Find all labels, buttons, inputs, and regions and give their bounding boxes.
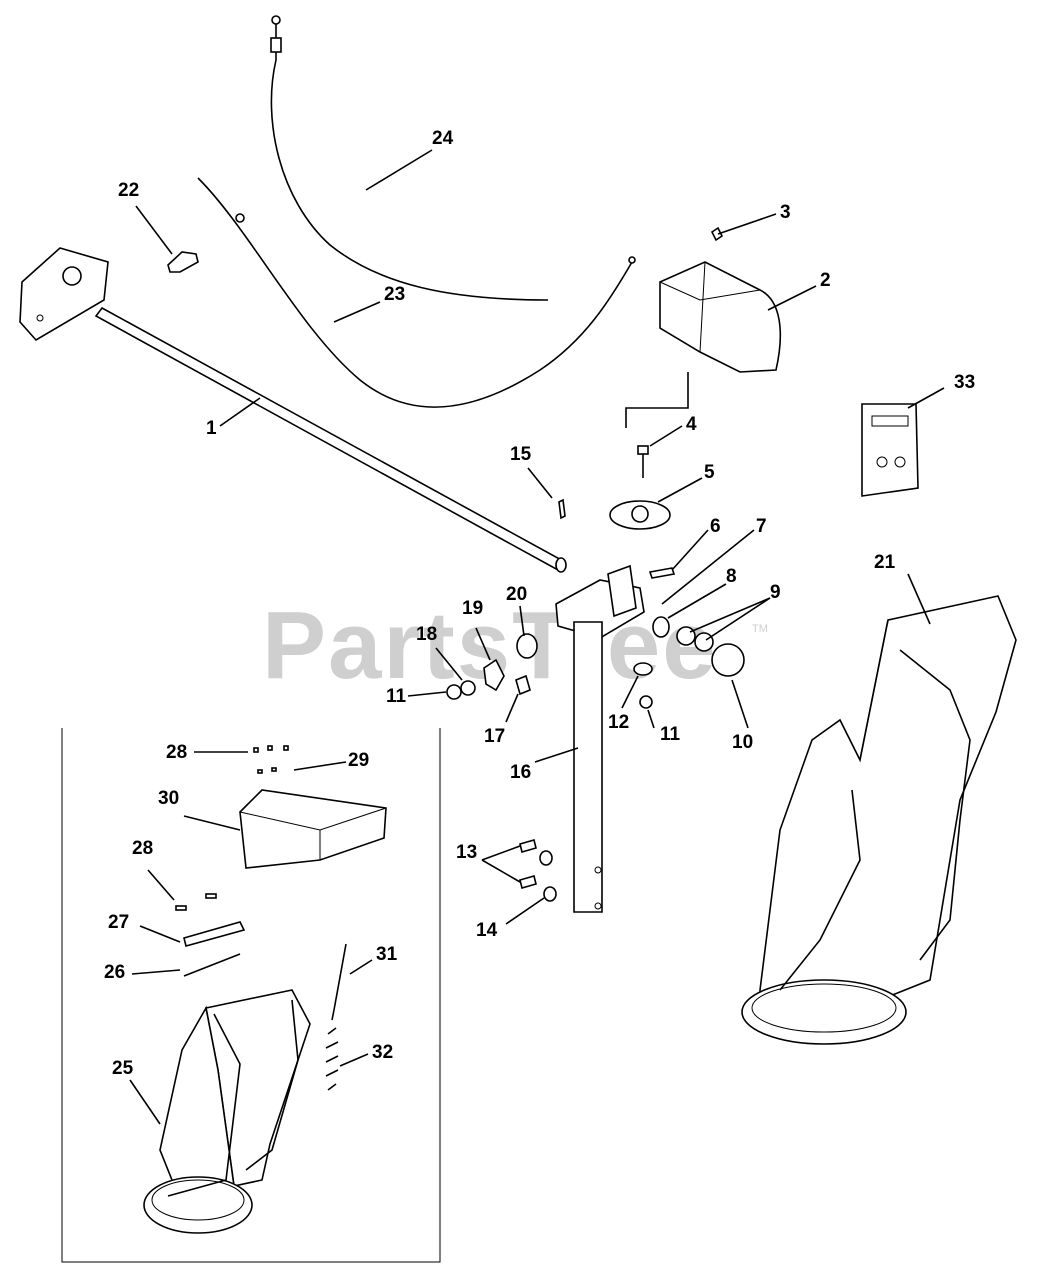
callout-15: 15 (510, 444, 532, 465)
part-25-chute (143, 989, 311, 1234)
callout-16: 16 (510, 762, 531, 783)
callout-4: 4 (686, 414, 697, 435)
part-12-nut (633, 662, 653, 676)
inset-hardware (175, 745, 289, 911)
callout-31: 31 (376, 944, 398, 965)
part-31-32-rod-spring (325, 943, 347, 1091)
callout-27: 27 (108, 912, 129, 933)
part-5-gear (609, 500, 671, 530)
part-19-bracket (483, 658, 505, 692)
part-18-washer (460, 680, 476, 696)
callout-25: 25 (112, 1058, 134, 1079)
part-26-strip (183, 953, 241, 977)
callout-30: 30 (158, 788, 179, 809)
part-13-bolt-a (519, 839, 537, 853)
part-15-pin (558, 498, 566, 520)
part-13-bolt-b (519, 875, 537, 889)
callout-3: 3 (780, 202, 791, 223)
callout-26: 26 (104, 962, 125, 983)
callout-24: 24 (432, 128, 454, 149)
callout-28b: 28 (132, 838, 153, 859)
part-10-gear (711, 643, 745, 677)
callout-21: 21 (874, 552, 896, 573)
leader-lines (129, 149, 945, 1125)
part-11-nut-a (446, 684, 462, 700)
part-21-chute (741, 595, 1017, 1045)
callout-18: 18 (416, 624, 437, 645)
callout-32: 32 (372, 1042, 393, 1063)
inset-frame (61, 728, 441, 1263)
part-22-clip (167, 251, 199, 273)
part-27-strip (183, 921, 246, 947)
callout-6: 6 (710, 516, 721, 537)
callout-2: 2 (820, 270, 831, 291)
part-23-cable (197, 177, 636, 408)
callout-14: 14 (476, 920, 498, 941)
callout-1: 1 (206, 418, 217, 439)
hardware-group (446, 567, 745, 902)
part-14-washer (543, 886, 557, 902)
callout-9: 9 (770, 582, 781, 603)
callout-29: 29 (348, 750, 369, 771)
callout-11b: 11 (660, 724, 681, 745)
part-2-cover (659, 261, 782, 373)
part-4-pin (625, 372, 689, 478)
part-3-screw (710, 226, 724, 242)
watermark-trademark: TM (752, 623, 768, 635)
washer-13 (539, 850, 553, 866)
callout-13: 13 (456, 842, 477, 863)
callout-11a: 11 (386, 686, 407, 707)
part-8-bushing (652, 616, 670, 638)
part-16-post (555, 564, 645, 913)
part-9-washer-b (694, 632, 714, 652)
part-9-washer-a (676, 626, 696, 646)
part-30-deflector (239, 789, 387, 869)
callout-12: 12 (608, 712, 629, 733)
callout-7: 7 (756, 516, 767, 537)
part-33-bracket (861, 403, 919, 497)
callout-23: 23 (384, 284, 405, 305)
callout-22: 22 (118, 180, 139, 201)
callout-20: 20 (506, 584, 527, 605)
callout-5: 5 (704, 462, 715, 483)
callouts: 1 2 3 4 5 6 7 8 9 10 11 11 12 13 14 15 1… (104, 128, 975, 1079)
callout-17: 17 (484, 726, 505, 747)
part-17-spring (515, 674, 531, 696)
part-11-nut-b (639, 695, 653, 709)
callout-10: 10 (732, 732, 753, 753)
part-24-cable (270, 15, 549, 301)
part-6-bolt (648, 567, 676, 579)
callout-19: 19 (462, 598, 483, 619)
callout-33: 33 (954, 372, 975, 393)
callout-28a: 28 (166, 742, 187, 763)
part-1-shaft-assembly (19, 247, 567, 573)
part-20-bushing (516, 633, 538, 659)
callout-8: 8 (726, 566, 737, 587)
